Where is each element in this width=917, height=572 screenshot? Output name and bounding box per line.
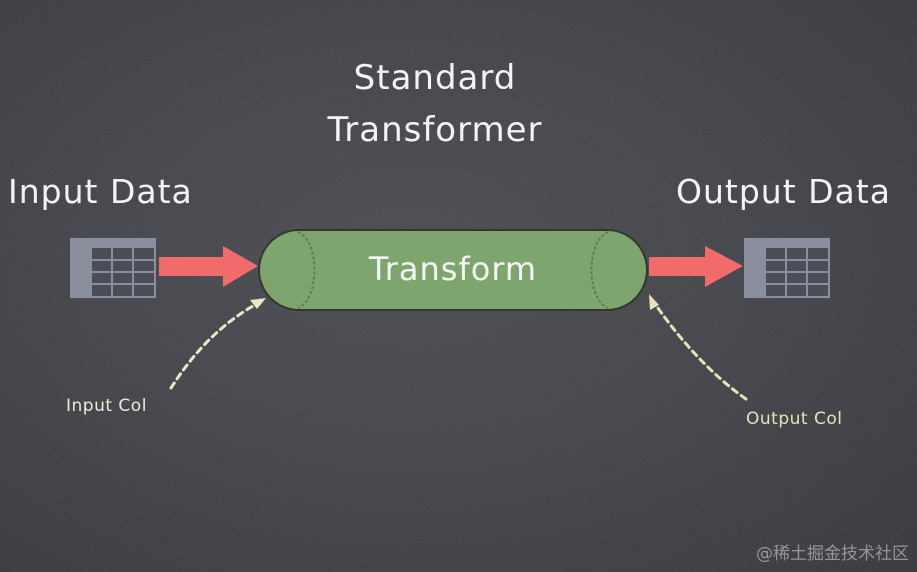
diagram-title: Standard Transformer bbox=[260, 52, 610, 156]
output-data-label: Output Data bbox=[676, 172, 891, 211]
input-data-label: Input Data bbox=[8, 172, 193, 211]
output-col-arrow bbox=[649, 294, 748, 401]
transform-pipe bbox=[258, 229, 648, 311]
output-arrow bbox=[649, 246, 743, 287]
input-col-label: Input Col bbox=[66, 396, 147, 416]
watermark: @稀土掘金技术社区 bbox=[756, 544, 909, 564]
input-col-arrow bbox=[169, 298, 266, 390]
input-arrow bbox=[159, 246, 258, 287]
transform-label: Transform bbox=[368, 250, 538, 288]
output-table-icon bbox=[744, 238, 830, 298]
input-table-icon bbox=[70, 238, 156, 298]
output-col-label: Output Col bbox=[746, 409, 843, 429]
title-line-1: Standard bbox=[353, 58, 517, 98]
title-line-2: Transformer bbox=[327, 110, 543, 150]
